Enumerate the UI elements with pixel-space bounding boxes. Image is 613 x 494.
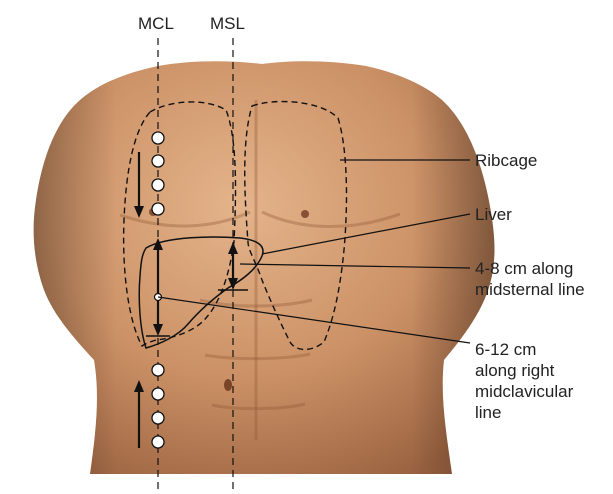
midclav-line-3: midclavicular [475,381,573,402]
liver-label: Liver [475,204,512,225]
midsternal-span-label: 4-8 cm along midsternal line [475,258,585,300]
ribcage-label: Ribcage [475,150,537,171]
navel [224,379,232,391]
midsternal-line-2: midsternal line [475,279,585,300]
midsternal-line-1: 4-8 cm along [475,258,585,279]
msl-label: MSL [210,13,245,34]
midclav-line-1: 6-12 cm [475,339,573,360]
mcl-label: MCL [138,13,174,34]
midclavicular-span-label: 6-12 cm along right midclavicular line [475,339,573,423]
midclav-line-4: line [475,402,573,423]
nipple [301,210,309,218]
midclav-line-2: along right [475,360,573,381]
